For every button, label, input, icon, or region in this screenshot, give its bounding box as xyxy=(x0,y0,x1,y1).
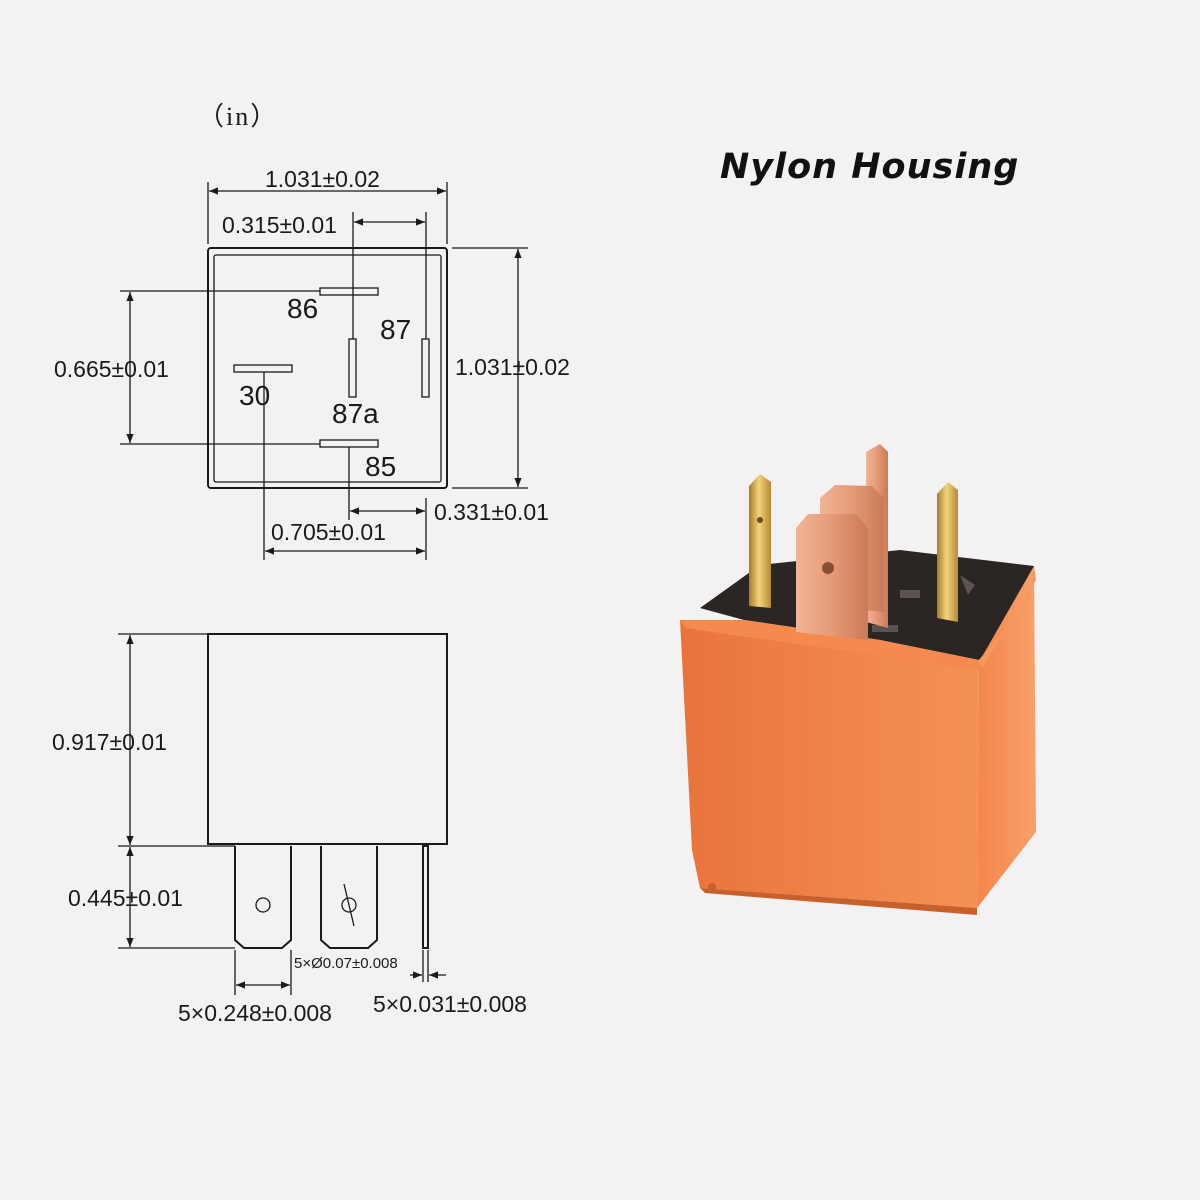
pin-86-blade xyxy=(319,287,379,296)
pin-label-85: 85 xyxy=(365,451,396,482)
terminal-length-dimension: 0.445±0.01 xyxy=(68,885,183,911)
pin30-offset-dimension: 0.705±0.01 xyxy=(271,519,386,545)
terminal-hole xyxy=(255,897,271,913)
relay-housing-rim-side xyxy=(979,566,1036,668)
top-view-inner-outline xyxy=(213,254,442,483)
pin-87a-blade xyxy=(348,338,357,398)
side-view: 0.917±0.01 0.445±0.01 5×0.248±0.008 5×Ø0… xyxy=(52,633,527,1026)
pin-label-30: 30 xyxy=(239,380,270,411)
terminal-edge xyxy=(422,845,429,949)
brass-terminal-right xyxy=(937,482,958,622)
pin-87-blade xyxy=(421,338,430,398)
top-view: 86 87 30 87a 85 1.031±0.02 0.315±0.01 1.… xyxy=(54,166,570,560)
relay-foot xyxy=(708,883,716,891)
pin85-offset-dimension: 0.331±0.01 xyxy=(434,499,549,525)
base-marking xyxy=(960,575,975,595)
terminal-left xyxy=(234,846,292,949)
body-height-dimension: 0.917±0.01 xyxy=(52,729,167,755)
unit-label: （in） xyxy=(198,102,278,131)
terminal-width-dimension: 5×0.248±0.008 xyxy=(178,1000,332,1026)
relay-housing-rim xyxy=(680,620,979,670)
top-view-outline xyxy=(207,247,448,489)
terminal-hole xyxy=(822,562,834,574)
pin-30-blade xyxy=(233,364,293,373)
pin-label-87a: 87a xyxy=(332,398,379,429)
relay-photo xyxy=(680,444,1036,915)
side-view-body xyxy=(207,633,448,845)
terminal-hole xyxy=(757,517,763,523)
copper-terminal-front xyxy=(796,514,868,640)
base-marking xyxy=(872,625,898,632)
pin87-offset-dimension: 0.315±0.01 xyxy=(222,212,337,238)
height-dimension: 1.031±0.02 xyxy=(455,354,570,380)
terminal-middle xyxy=(320,846,378,949)
pin-span-dimension: 0.665±0.01 xyxy=(54,356,169,382)
pin-label-86: 86 xyxy=(287,293,318,324)
hole-diameter-dimension: 5×Ø0.07±0.008 xyxy=(294,955,398,972)
hole-leader xyxy=(343,883,355,927)
width-dimension: 1.031±0.02 xyxy=(265,166,380,192)
pin-85-blade xyxy=(319,439,379,448)
terminal-thickness-dimension: 5×0.031±0.008 xyxy=(373,991,527,1017)
base-marking xyxy=(900,590,920,598)
brass-terminal-left xyxy=(749,474,771,608)
relay-housing-bottom xyxy=(700,888,977,915)
product-title: Nylon Housing xyxy=(720,147,1019,187)
terminal-hole xyxy=(341,897,357,913)
pin-label-87: 87 xyxy=(380,314,411,345)
relay-housing-front xyxy=(680,620,979,908)
